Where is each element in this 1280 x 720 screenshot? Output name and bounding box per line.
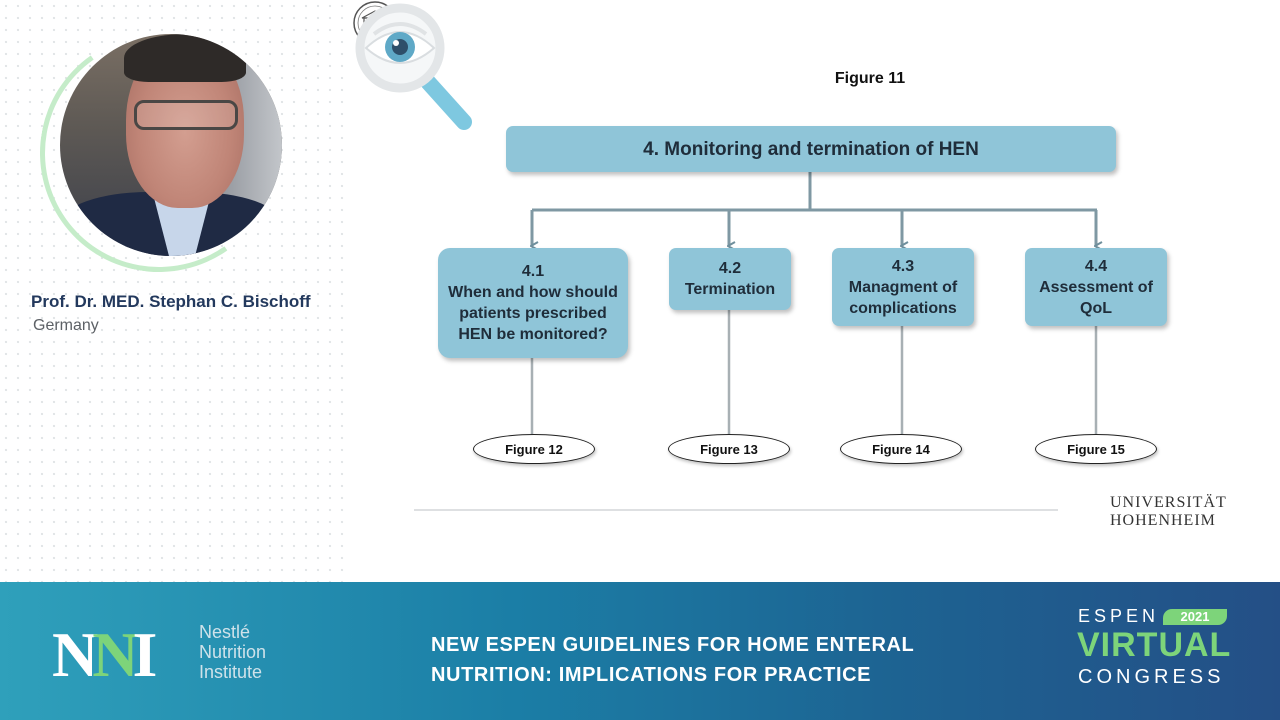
speaker-video [60, 34, 282, 256]
speaker-panel: Prof. Dr. MED. Stephan C. Bischoff Germa… [0, 0, 352, 582]
section-label: 4.4 Assessment of QoL [1039, 257, 1153, 317]
espen-year-badge: 2021 [1163, 609, 1227, 625]
figure-oval-15: Figure 15 [1035, 434, 1157, 464]
espen-label: ESPEN [1078, 606, 1160, 626]
section-box-4-2: 4.2 Termination [669, 248, 791, 310]
nni-logo: NNI [52, 619, 157, 690]
university-name: UNIVERSITÄT HOHENHEIM [1110, 494, 1227, 529]
section-box-4-3: 4.3 Managment of complications [832, 248, 974, 326]
espen-congress-label: CONGRESS [1078, 666, 1225, 688]
flowchart-connectors [414, 172, 1280, 511]
section-label: 4.1 When and how should patients prescri… [448, 263, 618, 343]
section-box-4-4: 4.4 Assessment of QoL [1025, 248, 1167, 326]
figure-oval-14: Figure 14 [840, 434, 962, 464]
section-label: 4.2 Termination [684, 260, 776, 298]
root-box: 4. Monitoring and termination of HEN [506, 126, 1116, 172]
nni-org-name: Nestlé Nutrition Institute [199, 622, 267, 682]
speaker-name: Prof. Dr. MED. Stephan C. Bischoff [31, 292, 311, 311]
section-label: 4.3 Managment of complications [848, 257, 958, 317]
section-box-4-1: 4.1 When and how should patients prescri… [438, 248, 628, 358]
figure-oval-13: Figure 13 [668, 434, 790, 464]
espen-virtual-label: VIRTUAL [1077, 626, 1232, 664]
conference-banner: NNI Nestlé Nutrition Institute NEW ESPEN… [0, 582, 1280, 720]
presentation-slide: Figure 11 4. Monitoring and termination … [352, 0, 1280, 582]
speaker-country: Germany [33, 317, 99, 334]
figure-title: Figure 11 [834, 70, 906, 87]
root-box-label: 4. Monitoring and termination of HEN [643, 138, 979, 160]
figure-oval-12: Figure 12 [473, 434, 595, 464]
magnifier-eye-icon [355, 3, 472, 130]
session-title: NEW ESPEN GUIDELINES FOR HOME ENTERAL NU… [431, 634, 915, 686]
